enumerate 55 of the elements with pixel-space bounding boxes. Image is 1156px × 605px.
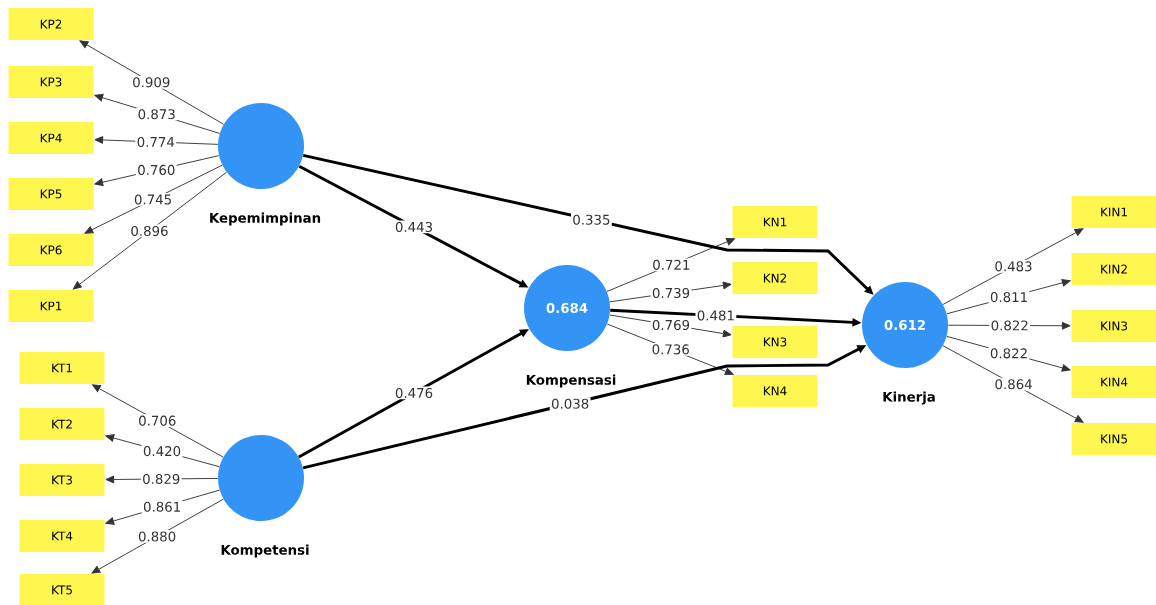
indicator-box: KN4: [732, 375, 818, 407]
latent-label: Kinerja: [883, 391, 935, 405]
edge-label: 0.335: [571, 213, 612, 227]
latent-label: Kompetensi: [221, 544, 309, 558]
arrow: [72, 171, 228, 290]
edge-label: 0.829: [140, 472, 182, 486]
edge-label: 0.481: [695, 309, 737, 322]
edge-label: 0.745: [132, 193, 174, 206]
edge-label: 0.774: [135, 135, 177, 149]
indicator-box: KT2: [19, 408, 105, 440]
edge-label: 0.873: [136, 107, 178, 121]
arrow: [92, 384, 224, 458]
indicator-box: KIN5: [1071, 423, 1156, 455]
edge-label: 0.861: [141, 500, 183, 514]
latent-label: Kepemimpinan: [210, 212, 321, 226]
latent-label: Kompensasi: [526, 374, 616, 388]
arrow: [942, 345, 1084, 423]
edge-label: 0.880: [136, 530, 178, 543]
edge-label: 0.736: [650, 343, 692, 356]
indicator-box: KT3: [19, 464, 105, 496]
arrow: [91, 498, 224, 574]
edge-label: 0.420: [141, 444, 183, 458]
edge-label: 0.769: [650, 318, 692, 332]
edge-label: 0.896: [129, 224, 170, 238]
edge-label: 0.760: [135, 163, 177, 177]
indicator-box: KP2: [8, 8, 94, 40]
edge-label: 0.483: [993, 259, 1034, 273]
edge-label: 0.721: [650, 258, 692, 272]
indicator-box: KP6: [8, 234, 94, 266]
indicator-box: KN3: [732, 326, 818, 358]
edge-label: 0.864: [993, 377, 1034, 391]
arrow: [79, 40, 225, 125]
indicator-box: KT1: [19, 352, 105, 384]
edge-label: 0.706: [136, 414, 178, 428]
indicator-box: KT4: [19, 520, 105, 552]
indicator-box: KIN1: [1071, 196, 1156, 228]
indicator-box: KP1: [8, 290, 94, 322]
indicator-box: KP4: [8, 122, 94, 154]
indicator-box: KIN3: [1071, 310, 1156, 342]
edge-label: 0.811: [988, 290, 1030, 304]
edge-label: 0.476: [393, 386, 435, 400]
edge-label: 0.739: [650, 286, 692, 300]
indicator-box: KP3: [8, 66, 94, 98]
indicator-box: KIN4: [1071, 366, 1156, 398]
edge-label: 0.038: [549, 397, 591, 411]
edge-label: 0.443: [393, 220, 435, 234]
indicator-box: KN2: [732, 262, 818, 294]
arrow: [942, 228, 1084, 305]
edge-label: 0.909: [130, 75, 172, 89]
indicator-box: KIN2: [1071, 253, 1156, 285]
edge-label: 0.822: [988, 347, 1030, 360]
edge-label: 0.822: [989, 319, 1031, 332]
indicator-box: KP5: [8, 178, 94, 210]
indicator-box: KN1: [732, 206, 818, 238]
indicator-box: KT5: [19, 574, 105, 605]
